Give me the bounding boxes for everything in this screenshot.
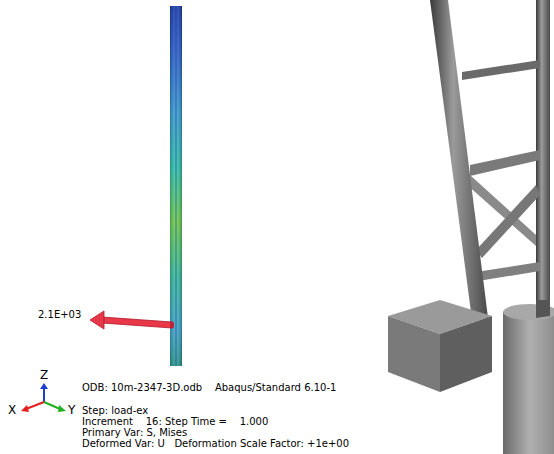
odb-info: ODB: 10m-2347-3D.odb Abaqus/Standard 6.1…	[82, 382, 336, 394]
column-contour	[170, 6, 182, 366]
increment-info: Increment 16: Step Time = 1.000	[82, 416, 268, 428]
arrow-head	[90, 311, 104, 329]
footing-side	[388, 316, 440, 392]
horizontal-brace	[476, 262, 540, 281]
variable-info: Primary Var: S, Mises	[82, 427, 187, 439]
variable-info: Deformed Var: U Deformation Scale Factor…	[82, 438, 349, 450]
z-axis	[43, 387, 45, 402]
load-value: 2.1E+03	[38, 309, 81, 321]
diagonal-brace	[476, 185, 540, 258]
tower-render	[388, 0, 554, 454]
footing-side	[440, 316, 492, 392]
y-axis	[44, 402, 60, 409]
y-arrowhead	[58, 405, 66, 412]
z-arrowhead	[40, 383, 48, 389]
load-arrow	[90, 311, 174, 329]
cylinder-foundation	[503, 312, 554, 454]
column-edge	[176, 6, 177, 366]
axis-label: Z	[40, 369, 48, 382]
post-base	[536, 300, 550, 318]
step-info: Step: load-ex	[82, 405, 148, 417]
arrow-shaft	[102, 317, 172, 328]
axis-label: X	[8, 404, 16, 417]
column-shade	[170, 6, 182, 366]
arrow-base	[170, 322, 174, 329]
x-arrowhead	[21, 405, 29, 412]
axis-label: Y	[68, 404, 75, 417]
horizontal-brace	[462, 60, 540, 80]
column-model	[170, 6, 182, 366]
x-axis	[26, 402, 44, 409]
main-leg	[430, 0, 488, 320]
triad	[21, 383, 66, 412]
horizontal-brace	[470, 150, 540, 176]
